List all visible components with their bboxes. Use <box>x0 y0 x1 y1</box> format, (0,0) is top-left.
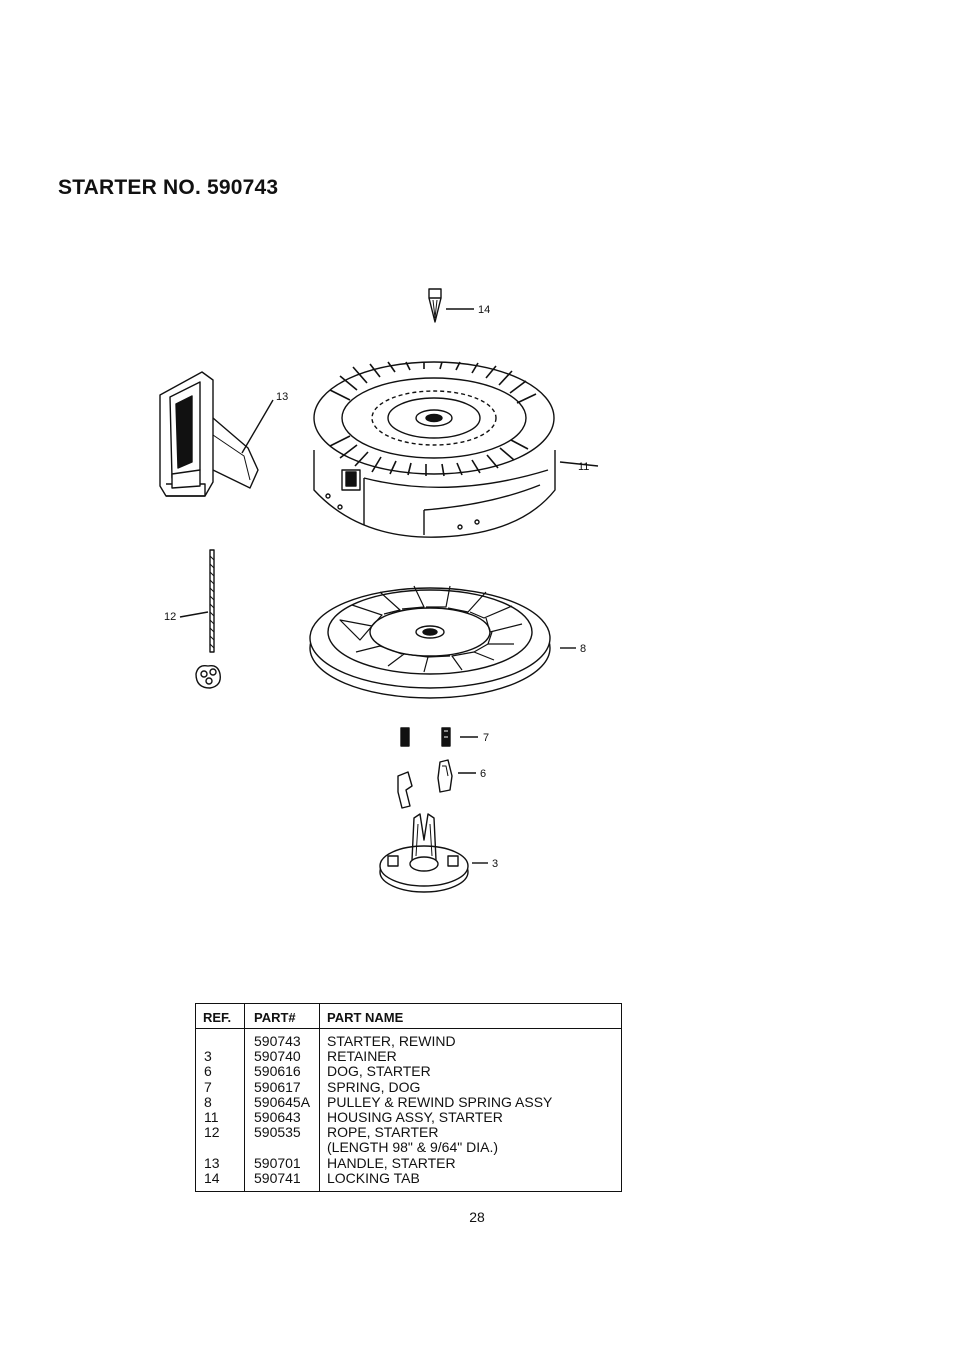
table-row: 8 590645A PULLEY & REWIND SPRING ASSY <box>196 1093 621 1110</box>
header-ref: REF. <box>203 1010 232 1025</box>
ref-cell: 13 <box>204 1154 220 1171</box>
part-name-cell: DOG, STARTER <box>327 1063 431 1080</box>
table-row: 11 590643 HOUSING ASSY, STARTER <box>196 1108 621 1125</box>
part-number-cell: 590743 <box>254 1033 301 1049</box>
table-row: 590743 STARTER, REWIND <box>196 1034 621 1049</box>
table-row: 12 590535 ROPE, STARTER <box>196 1125 621 1140</box>
page-title: STARTER NO. 590743 <box>58 176 279 199</box>
pulley-part: 8 <box>309 585 586 699</box>
header-part-number: PART# <box>254 1010 296 1025</box>
callout-11: 11 <box>578 461 589 473</box>
part-name-cell: LOCKING TAB <box>327 1169 420 1186</box>
retainer-part: 3 <box>379 813 498 893</box>
part-number-cell: 590741 <box>254 1169 301 1186</box>
callout-3: 3 <box>492 858 498 870</box>
callout-14: 14 <box>478 304 490 316</box>
table-row: (LENGTH 98" & 9/64" DIA.) <box>196 1140 621 1155</box>
part-name-cell: PULLEY & REWIND SPRING ASSY <box>327 1093 553 1110</box>
callout-12: 12 <box>164 611 176 623</box>
starter-handle-part: 13 <box>159 371 288 497</box>
part-number-cell: 590645A <box>254 1093 311 1110</box>
part-name-cell: ROPE, STARTER <box>327 1124 439 1141</box>
part-number-cell: 590616 <box>254 1063 301 1080</box>
part-name-cell: HOUSING ASSY, STARTER <box>327 1108 503 1125</box>
part-number-cell: 590701 <box>254 1154 301 1171</box>
callout-7: 7 <box>483 732 489 744</box>
part-number-cell: 590740 <box>254 1048 301 1065</box>
header-part-name: PART NAME <box>327 1010 404 1025</box>
starter-housing-part: 11 <box>313 361 599 538</box>
page-number: 28 <box>469 1209 485 1225</box>
ref-cell: 7 <box>204 1078 212 1095</box>
table-row: 7 590617 SPRING, DOG <box>196 1078 621 1095</box>
ref-cell: 8 <box>204 1093 212 1110</box>
ref-cell: 3 <box>204 1048 212 1065</box>
column-divider <box>319 1004 320 1191</box>
callout-6: 6 <box>480 768 486 780</box>
dog-spring-part: 7 <box>400 727 489 747</box>
table-row: 6 590616 DOG, STARTER <box>196 1064 621 1079</box>
parts-list-table: REF. PART# PART NAME 590743 STARTER, REW… <box>195 1003 622 1192</box>
starter-dog-part: 6 <box>397 759 486 809</box>
callout-13: 13 <box>276 391 288 403</box>
ref-cell: 11 <box>204 1108 219 1125</box>
ref-cell: 6 <box>204 1063 212 1080</box>
part-name-cell: STARTER, REWIND <box>327 1033 456 1049</box>
ref-cell: 14 <box>204 1169 220 1186</box>
part-name-cell: SPRING, DOG <box>327 1078 421 1095</box>
column-divider <box>244 1004 245 1191</box>
table-row: 3 590740 RETAINER <box>196 1049 621 1064</box>
table-row: 14 590741 LOCKING TAB <box>196 1169 621 1186</box>
part-name-cell: (LENGTH 98" & 9/64" DIA.) <box>327 1139 498 1156</box>
table-body: 590743 STARTER, REWIND 3 590740 RETAINER… <box>196 1034 621 1186</box>
table-row: 13 590701 HANDLE, STARTER <box>196 1154 621 1171</box>
part-number-cell: 590535 <box>254 1124 301 1141</box>
locking-tab-part: 14 <box>428 288 490 323</box>
header-rule <box>196 1028 621 1029</box>
part-name-cell: RETAINER <box>327 1048 397 1065</box>
part-number-cell: 590617 <box>254 1078 301 1095</box>
part-number-cell: 590643 <box>254 1108 301 1125</box>
ref-cell: 12 <box>204 1124 220 1141</box>
part-name-cell: HANDLE, STARTER <box>327 1154 456 1171</box>
callout-8: 8 <box>580 643 586 655</box>
starter-rope-part: 12 <box>164 549 221 689</box>
